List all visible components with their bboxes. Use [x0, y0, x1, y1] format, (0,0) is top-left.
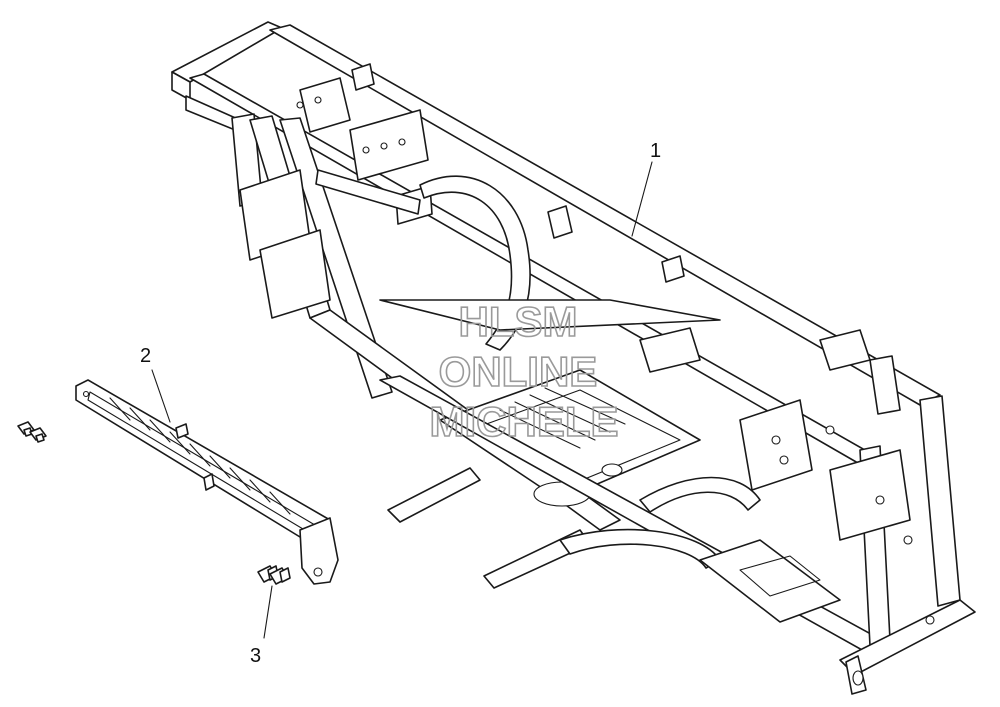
- watermark-line-2: ONLINE: [439, 348, 598, 395]
- callout-3: 3: [250, 645, 261, 667]
- leader-line-3: [263, 585, 273, 639]
- bolts-upper-left: [17, 421, 47, 443]
- watermark: HLSM ONLINE MICHELE: [429, 297, 620, 446]
- main-frame: [171, 21, 976, 695]
- leader-line-2: [151, 369, 171, 423]
- side-rail: [75, 379, 339, 585]
- watermark-line-1: HLSM: [459, 298, 578, 345]
- watermark-line-3: MICHELE: [430, 398, 619, 445]
- callout-leaders: [151, 161, 653, 639]
- callout-2: 2: [140, 345, 151, 367]
- leader-line-1: [631, 161, 653, 237]
- bolts-part-3: [257, 565, 291, 585]
- callout-1: 1: [650, 140, 661, 162]
